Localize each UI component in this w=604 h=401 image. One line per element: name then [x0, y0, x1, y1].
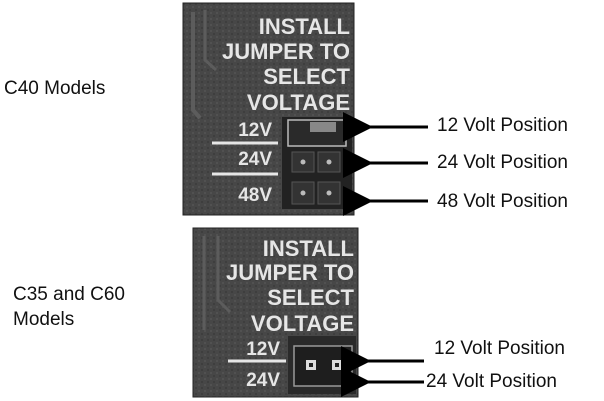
- top-callout-24v: 24 Volt Position: [437, 152, 568, 173]
- bottom-jumper-12v: [293, 345, 353, 387]
- bottom-jumper-pin-1: [309, 363, 313, 367]
- c35-c60-models-label-line2: Models: [13, 309, 75, 330]
- top-board: INSTALL JUMPER TO SELECT VOLTAGE 12V 24V…: [182, 2, 355, 216]
- top-silk-line-3: SELECT: [263, 64, 350, 89]
- bottom-silk-line-1: INSTALL: [263, 236, 354, 261]
- bottom-silk-line-3: SELECT: [267, 285, 354, 310]
- top-voltage-24v: 24V: [238, 149, 272, 170]
- top-trace-2: [203, 10, 218, 72]
- top-pin-dot-4: [326, 190, 332, 196]
- top-pin-dot-3: [300, 190, 306, 196]
- top-voltage-12v: 12V: [238, 120, 272, 141]
- bottom-voltage-24v: 24V: [246, 370, 280, 391]
- top-voltage-48v: 48V: [238, 185, 272, 206]
- top-callout-12v: 12 Volt Position: [437, 115, 568, 136]
- top-silk-line-1: INSTALL: [259, 14, 350, 39]
- top-jumper-grip: [310, 122, 336, 132]
- top-callout-48v: 48 Volt Position: [437, 191, 568, 212]
- c40-models-label: C40 Models: [4, 78, 106, 99]
- bottom-trace-2: [216, 236, 232, 314]
- bottom-jumper-pin-2: [335, 363, 339, 367]
- top-silk-line-4: VOLTAGE: [247, 90, 350, 115]
- bottom-board: INSTALL JUMPER TO SELECT VOLTAGE 12V 24V: [192, 227, 359, 398]
- top-pin-dot-1: [300, 159, 306, 165]
- bottom-callout-24v: 24 Volt Position: [426, 371, 557, 392]
- bottom-voltage-12v: 12V: [246, 339, 280, 360]
- bottom-silk-line-2: JUMPER TO: [226, 260, 354, 285]
- bottom-silk-line-4: VOLTAGE: [251, 311, 354, 336]
- top-pin-dot-2: [326, 159, 332, 165]
- c35-c60-models-label-line1: C35 and C60: [13, 284, 125, 305]
- top-silk-line-2: JUMPER TO: [222, 39, 350, 64]
- bottom-callout-12v: 12 Volt Position: [434, 338, 565, 359]
- top-trace-1: [191, 12, 202, 120]
